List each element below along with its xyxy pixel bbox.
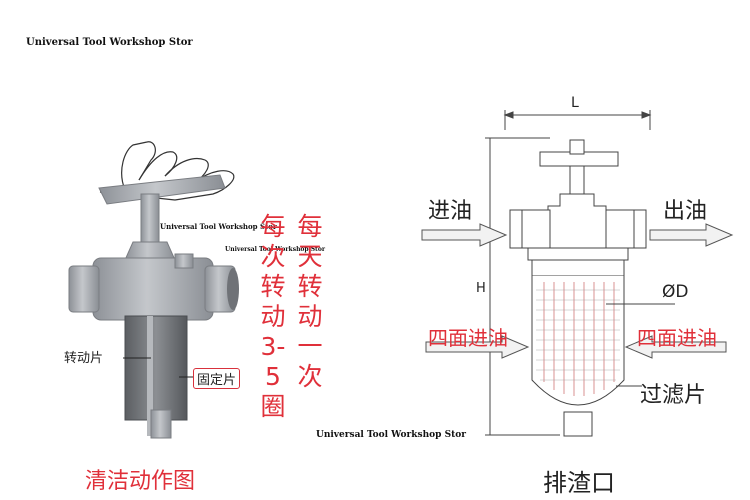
store-watermark-overlay-1: Universal Tool Workshop Stor <box>160 222 277 231</box>
inlet-label: 进油 <box>428 199 473 224</box>
store-watermark-header: Universal Tool Workshop Stor <box>26 37 193 48</box>
four-side-inlet-right-label: 四面进油 <box>637 326 717 350</box>
inlet-arrow-icon <box>421 223 508 247</box>
fixed-plate-label: 固定片 <box>193 368 241 389</box>
four-side-left-arrow-icon <box>425 335 530 359</box>
rotating-plate-label: 转动片 <box>64 351 104 366</box>
dimension-l-label: L <box>571 95 579 111</box>
outlet-label: 出油 <box>663 199 708 224</box>
dimension-h-label: H <box>476 281 486 296</box>
store-watermark-overlay-2: Universal Tool Workshop Stor <box>225 246 325 253</box>
four-side-inlet-left-label: 四面进油 <box>428 326 508 350</box>
store-watermark-bottom: Universal Tool Workshop Stor <box>316 430 466 440</box>
instruction-column-2: 每次转动3-5圈 <box>260 212 286 421</box>
outlet-arrow-icon <box>649 223 734 247</box>
drain-outlet-label: 排渣口 <box>543 469 615 497</box>
cleaning-diagram-caption: 清洁动作图 <box>85 469 196 494</box>
instruction-column-1: 每天转动一次 <box>297 212 323 391</box>
valve-cleaning-illustration <box>68 141 239 439</box>
filter-plate-label: 过滤片 <box>640 383 707 408</box>
filter-technical-drawing <box>421 110 734 437</box>
four-side-right-arrow-icon <box>624 335 727 359</box>
dimension-diameter-label: ØD <box>662 282 689 302</box>
